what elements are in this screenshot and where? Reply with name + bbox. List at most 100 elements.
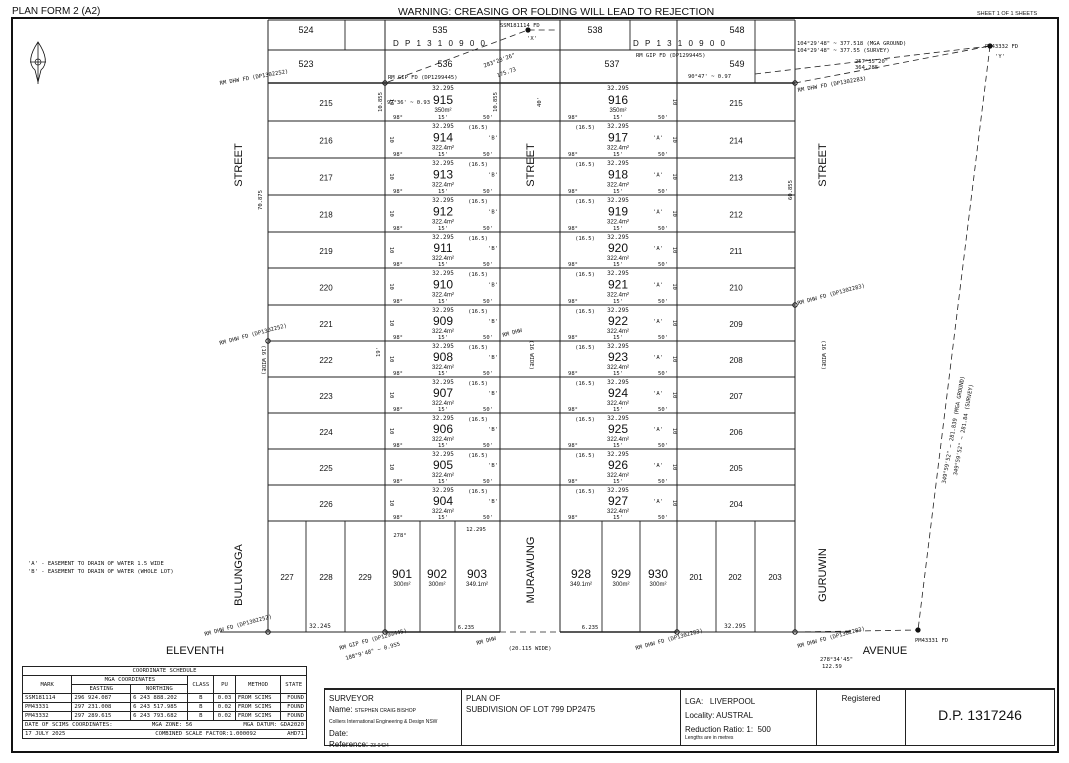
depth-label: 10 — [671, 283, 677, 290]
dimension-label: (16.5) — [575, 381, 595, 387]
dimension-label: 12.295 — [466, 527, 486, 533]
lot-area: 322.4m² — [432, 256, 454, 262]
dp-number: D.P. 1317246 — [938, 707, 1022, 723]
mga-datum: MGA DATUM: GDA2020 — [213, 720, 307, 730]
lot-number: 535 — [432, 25, 447, 35]
neighbour-lot-number: 211 — [730, 247, 743, 256]
bearing-label: 98° — [393, 479, 403, 485]
survey-mark-label: RM DHW — [502, 328, 523, 339]
lot-number: 524 — [298, 25, 313, 35]
survey-mark-icon — [674, 629, 680, 635]
lot-number: 904 — [433, 494, 453, 508]
date-label: Date: — [329, 729, 349, 738]
dimension-label: (16.5) — [468, 345, 488, 351]
col-header: METHOD — [234, 675, 282, 694]
permanent-mark-icon — [987, 43, 993, 49]
plan-of-value: SUBDIVISION OF LOT 799 DP2475 — [466, 705, 596, 714]
easement-label: 'A' — [653, 391, 663, 397]
reference-label: Reference: — [329, 740, 369, 749]
depth-label: 10 — [388, 283, 394, 290]
bearing-label: 15' — [613, 189, 623, 195]
bearing-label: 98° — [568, 262, 578, 268]
neighbour-lot-number: 208 — [729, 356, 743, 365]
easement-label: 'B' — [488, 427, 498, 433]
depth-label: 10 — [388, 173, 394, 180]
neighbour-lot-number: 210 — [729, 284, 743, 293]
easement-label: 'B' — [488, 499, 498, 505]
dimension-label: (16.5) — [575, 236, 595, 242]
survey-mark-icon — [792, 302, 798, 308]
neighbour-lot-number: 204 — [729, 500, 743, 509]
easement-label: 'B' — [488, 136, 498, 142]
depth-label: 10 — [671, 356, 677, 363]
lot-frontage: 32.295 — [432, 197, 454, 204]
dimension-label: (16.5) — [468, 272, 488, 278]
dimension-label: 10.855 — [378, 92, 384, 112]
bearing-label: 50' — [658, 115, 668, 121]
lot-area: 322.4m² — [607, 401, 629, 407]
neighbour-lot-number: 222 — [319, 356, 333, 365]
lot-area: 349.1m² — [570, 582, 592, 588]
bearing-label: 50' — [658, 262, 668, 268]
dimension-label: 60.855 — [788, 180, 794, 200]
lot-number: 925 — [608, 422, 628, 436]
lot-number: 538 — [587, 25, 602, 35]
sheet-number: SHEET 1 OF 1 SHEETS — [977, 11, 1038, 17]
lot-area: 322.4m² — [432, 509, 454, 515]
bearing-label: 50' — [658, 443, 668, 449]
depth-label: 10 — [388, 356, 394, 363]
depth-label: 10 — [671, 210, 677, 217]
plan-form-label: PLAN FORM 2 (A2) — [12, 6, 101, 17]
lot-number: 928 — [571, 567, 591, 581]
cell-pu: 0.02 — [213, 711, 236, 721]
bearing-label: 15' — [613, 371, 623, 377]
dimension-label: 70.875 — [258, 190, 264, 210]
lot-number: 923 — [608, 350, 628, 364]
bearing-label: 98° — [568, 226, 578, 232]
easement-label: 'B' — [488, 463, 498, 469]
dimension-label: (16.5) — [468, 125, 488, 131]
bearing-label: 98° — [393, 299, 403, 305]
bearing-label: 98° — [568, 443, 578, 449]
bearing-label: 15' — [438, 371, 448, 377]
bearing-label: 15' — [613, 115, 623, 121]
street-name: GURUWIN — [817, 548, 829, 602]
survey-mark-label: RM GIP FD (DP1299445) — [388, 75, 458, 81]
dp-label: D P 1 3 1 0 9 0 0 — [393, 39, 487, 48]
lot-number: 203 — [768, 573, 782, 582]
bearing-label: 50' — [483, 515, 493, 521]
depth-label: 10 — [388, 428, 394, 435]
survey-mark-label: RM DHW FD (DP1302283) — [797, 76, 867, 94]
cell-method: FROM SCIMS — [234, 711, 282, 721]
dimension-label: (16.5) — [575, 345, 595, 351]
bearing-label: 98° — [393, 515, 403, 521]
depth-label: 10 — [671, 247, 677, 254]
neighbour-lot-number: 215 — [319, 99, 333, 108]
lot-area: 322.4m² — [432, 220, 454, 226]
traverse-line — [917, 45, 991, 631]
bearing-label: 15' — [438, 443, 448, 449]
lot-frontage: 32.295 — [432, 379, 454, 386]
bearing-label: 50' — [483, 371, 493, 377]
surveyor-name: STEPHEN CRAIG BISHOP — [354, 708, 416, 714]
bearing-label: 15' — [613, 479, 623, 485]
dimension-label: 32.295 — [724, 623, 746, 630]
lot-number: 228 — [319, 573, 333, 582]
sheet-border — [11, 17, 1059, 753]
lot-frontage: 32.295 — [432, 487, 454, 494]
lga-value: LIVERPOOL — [709, 697, 756, 706]
bearing-label: 50' — [483, 479, 493, 485]
street-name: STREET — [525, 143, 537, 187]
surveyor-firm: Colliers International Engineering & Des… — [329, 719, 438, 725]
lot-area: 322.4m² — [432, 329, 454, 335]
depth-label: 10 — [388, 500, 394, 507]
neighbour-lot-number: 213 — [729, 174, 743, 183]
lot-number: 913 — [433, 168, 453, 182]
bearing-label: 50' — [483, 299, 493, 305]
lot-frontage: 32.295 — [432, 160, 454, 167]
lot-number: 906 — [433, 422, 453, 436]
lot-area: 322.4m² — [607, 183, 629, 189]
lot-frontage: 32.295 — [607, 415, 629, 422]
easement-label: 'B' — [488, 283, 498, 289]
